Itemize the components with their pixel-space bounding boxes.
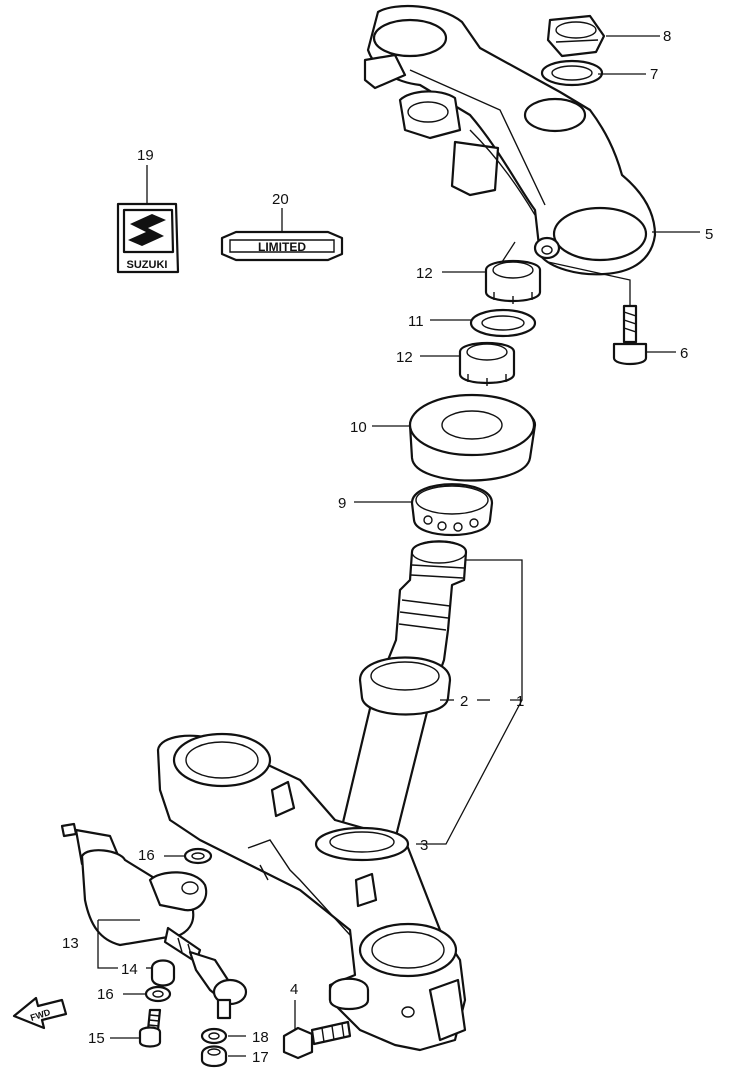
- callout-6: 6: [680, 345, 688, 362]
- callout-3: 3: [420, 837, 428, 854]
- callout-9: 9: [338, 495, 346, 512]
- suzuki-emblem: SUZUKI: [116, 202, 180, 274]
- limited-badge-text: LIMITED: [258, 240, 306, 254]
- damper-washer-16-upper: [183, 847, 213, 865]
- damper-washer-18: [200, 1027, 228, 1045]
- steering-damper: [60, 822, 248, 1020]
- callout-12-upper: 12: [416, 265, 433, 282]
- lock-washer: [469, 308, 537, 338]
- callout-11: 11: [408, 313, 424, 330]
- callout-16-upper: 16: [138, 847, 155, 864]
- callout-17: 17: [252, 1049, 269, 1066]
- emblem-brand-text: SUZUKI: [127, 259, 168, 271]
- suzuki-s-logo: [128, 214, 166, 246]
- callout-18: 18: [252, 1029, 269, 1046]
- damper-nut-17: [200, 1045, 228, 1068]
- callout-4: 4: [290, 981, 298, 998]
- stem-seal-3: [314, 826, 410, 862]
- lock-nut-upper: [484, 260, 542, 304]
- damper-bushing-14: [150, 959, 176, 987]
- callout-14: 14: [121, 961, 138, 978]
- dust-seal: [408, 393, 537, 482]
- callout-12-lower: 12: [396, 349, 413, 366]
- leader-lines: [97, 35, 700, 1057]
- damper-bolt-15: [138, 1008, 162, 1048]
- washer: [540, 59, 604, 87]
- callout-2: 2: [460, 693, 468, 710]
- upper-bracket: [363, 4, 657, 276]
- lock-nut-lower: [458, 342, 516, 386]
- callout-7: 7: [650, 66, 658, 83]
- stem-bearing: [358, 656, 452, 716]
- callout-8: 8: [663, 28, 671, 45]
- callout-20: 20: [272, 191, 289, 208]
- callout-15: 15: [88, 1030, 105, 1047]
- stem-nut: [546, 14, 606, 58]
- callout-numbers: 8 7 5 6 12 11 12 10 9 2 1 3 4 16 13 14 1…: [62, 28, 713, 1066]
- callout-5: 5: [705, 226, 713, 243]
- lower-bracket: [156, 732, 467, 1052]
- callout-19: 19: [137, 147, 154, 164]
- forward-direction-arrow: FWD: [12, 996, 68, 1030]
- callout-10: 10: [350, 419, 367, 436]
- callout-1: 1: [516, 693, 524, 710]
- pinch-bolt-lower: [282, 1020, 352, 1060]
- upper-bearing: [410, 483, 494, 536]
- callout-13: 13: [62, 935, 79, 952]
- callout-16-lower: 16: [97, 986, 114, 1003]
- pinch-bolt-upper: [612, 304, 648, 366]
- limited-badge: LIMITED: [220, 230, 344, 262]
- damper-washer-16-lower: [144, 985, 172, 1003]
